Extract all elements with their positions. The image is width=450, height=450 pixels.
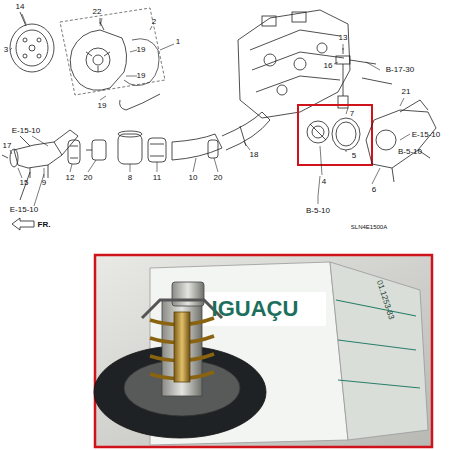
reference-code: B-5-10 bbox=[398, 148, 422, 156]
hoses bbox=[68, 112, 270, 164]
callout-number: 8 bbox=[128, 174, 132, 182]
callout-number: 20 bbox=[84, 174, 93, 182]
callout-number: 4 bbox=[322, 178, 326, 186]
callout-number: 17 bbox=[3, 142, 12, 150]
reference-code: E-15-10 bbox=[10, 206, 38, 214]
product-photo bbox=[94, 255, 432, 447]
reference-code: E-15-10 bbox=[412, 131, 440, 139]
thermostat bbox=[307, 118, 360, 150]
sensor bbox=[336, 48, 392, 108]
callout-number: 9 bbox=[42, 179, 46, 187]
reference-code: B-5-10 bbox=[306, 207, 330, 215]
callout-number: 3 bbox=[4, 46, 8, 54]
inlet-pipe bbox=[2, 130, 78, 200]
callout-number: 16 bbox=[324, 62, 333, 70]
callout-number: 20 bbox=[214, 174, 223, 182]
callout-number: 14 bbox=[16, 3, 25, 11]
callout-number: 15 bbox=[20, 179, 29, 187]
callout-number: 10 bbox=[189, 174, 198, 182]
leader-lines bbox=[10, 14, 410, 206]
callout-number: SLN4E1500A bbox=[351, 224, 387, 230]
callout-number: 12 bbox=[66, 174, 75, 182]
pulley bbox=[10, 12, 54, 72]
callout-number: 2 bbox=[152, 18, 156, 26]
group-outline bbox=[60, 8, 165, 95]
callout-number: 7 bbox=[350, 110, 354, 118]
callout-number: 5 bbox=[352, 152, 356, 160]
callout-number: 19 bbox=[137, 72, 146, 80]
front-arrow bbox=[12, 218, 34, 230]
callout-number: 22 bbox=[93, 8, 102, 16]
callout-number: 21 bbox=[402, 88, 411, 96]
callout-number: 1 bbox=[176, 38, 180, 46]
callout-number: 13 bbox=[339, 34, 348, 42]
callout-number: 18 bbox=[250, 151, 259, 159]
callout-number: 19 bbox=[98, 102, 107, 110]
cylinder-head bbox=[238, 10, 350, 118]
water-pump bbox=[70, 18, 160, 110]
reference-code: B-17-30 bbox=[386, 66, 414, 74]
thermostat-housing bbox=[366, 100, 436, 182]
callout-number: 11 bbox=[153, 174, 161, 182]
callout-number: FR. bbox=[38, 221, 51, 229]
highlight-frame bbox=[298, 105, 372, 165]
reference-code: E-15-10 bbox=[12, 127, 40, 135]
callout-number: 6 bbox=[372, 186, 376, 194]
brand-text: IGUAÇU bbox=[212, 298, 299, 320]
callout-number: 19 bbox=[137, 46, 146, 54]
